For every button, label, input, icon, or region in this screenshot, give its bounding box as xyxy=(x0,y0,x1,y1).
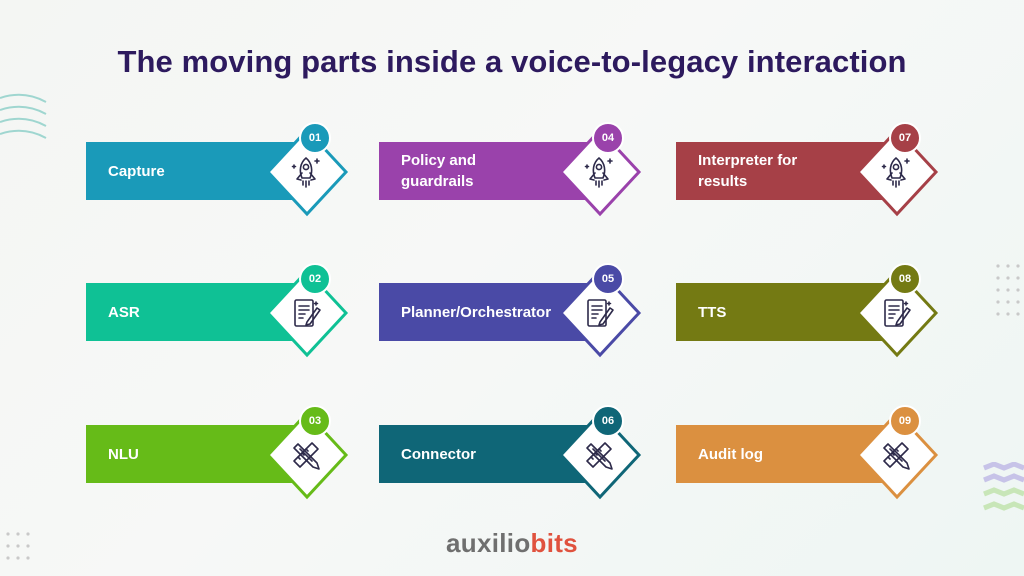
step-diamond xyxy=(558,127,642,217)
zigzag-decoration xyxy=(983,462,1024,511)
step-label: Connector xyxy=(379,425,589,483)
step-number-badge: 06 xyxy=(592,405,624,437)
step-diamond xyxy=(265,268,349,358)
wave-lines-decoration xyxy=(0,93,47,139)
step-label: ASR xyxy=(86,283,296,341)
dot-grid-decoration-bottom xyxy=(6,532,30,560)
ruler-pencil-icon xyxy=(286,435,326,475)
step-label: Audit log xyxy=(676,425,886,483)
step-diamond xyxy=(558,268,642,358)
step-number-badge: 04 xyxy=(592,122,624,154)
step-diamond xyxy=(265,127,349,217)
step-label: Interpreter for results xyxy=(676,142,886,200)
step-diamond xyxy=(855,127,939,217)
rocket-icon xyxy=(286,152,326,192)
rocket-icon xyxy=(579,152,619,192)
ruler-pencil-icon xyxy=(579,435,619,475)
document-edit-icon xyxy=(286,293,326,333)
step-label: Policy and guardrails xyxy=(379,142,589,200)
page-title: The moving parts inside a voice-to-legac… xyxy=(117,44,907,79)
step-number-badge: 07 xyxy=(889,122,921,154)
step-label: Capture xyxy=(86,142,296,200)
step-diamond xyxy=(855,268,939,358)
document-edit-icon xyxy=(579,293,619,333)
step-label: NLU xyxy=(86,425,296,483)
step-number-badge: 03 xyxy=(299,405,331,437)
document-edit-icon xyxy=(876,293,916,333)
step-number-badge: 02 xyxy=(299,263,331,295)
ruler-pencil-icon xyxy=(876,435,916,475)
step-label: TTS xyxy=(676,283,886,341)
dot-grid-decoration xyxy=(996,264,1020,316)
step-number-badge: 05 xyxy=(592,263,624,295)
step-number-badge: 08 xyxy=(889,263,921,295)
step-number-badge: 01 xyxy=(299,122,331,154)
step-number-badge: 09 xyxy=(889,405,921,437)
rocket-icon xyxy=(876,152,916,192)
step-label: Planner/Orchestrator xyxy=(379,283,589,341)
auxiliobits-logo: auxiliobits xyxy=(446,528,578,558)
